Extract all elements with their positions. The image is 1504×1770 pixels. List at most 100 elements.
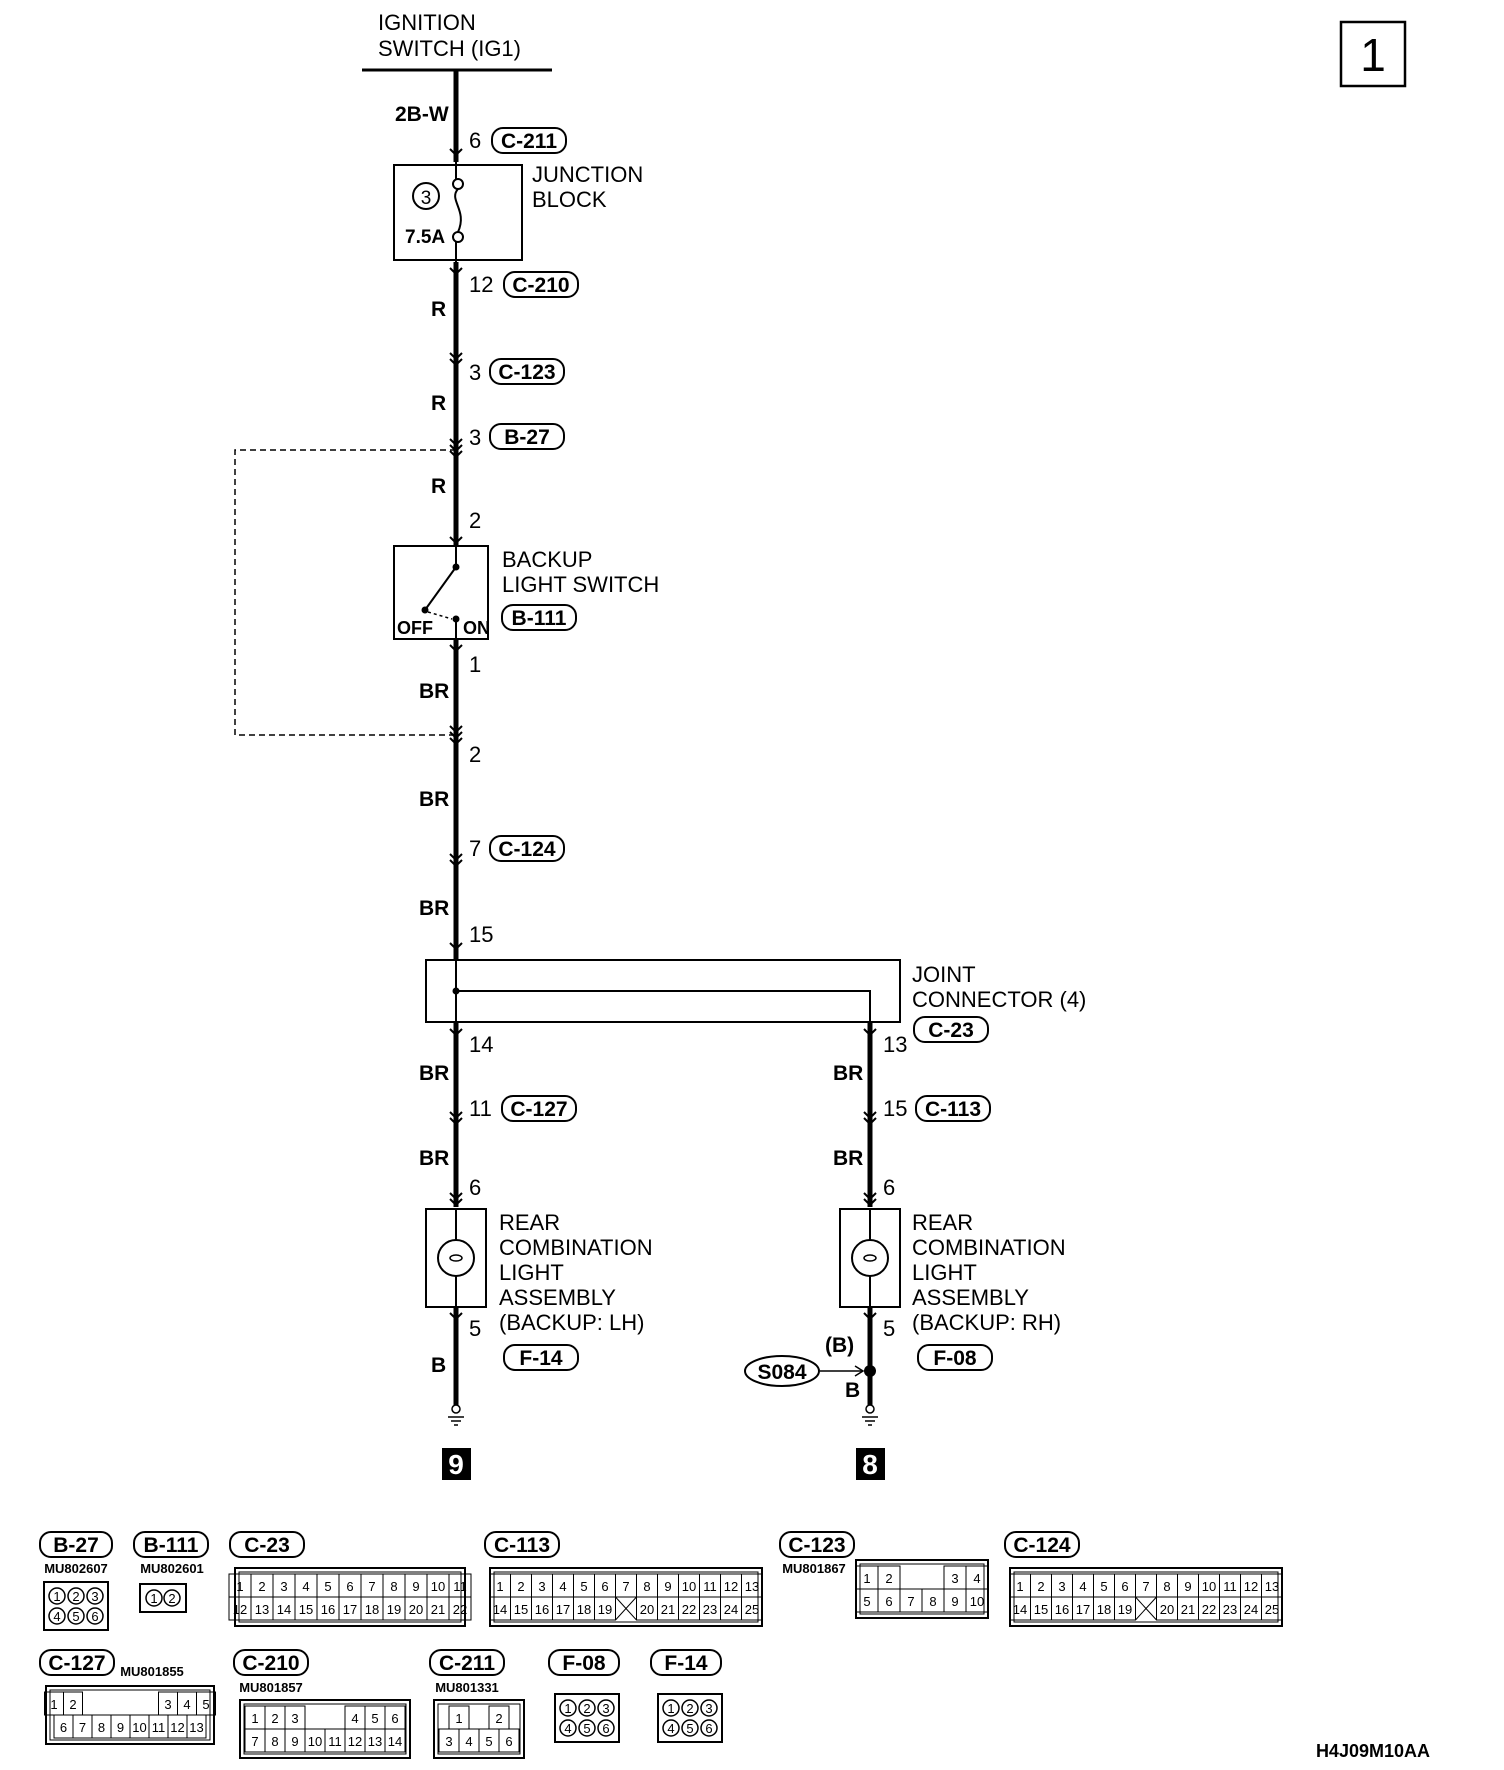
c127-pin-13: 13 (189, 1720, 203, 1735)
tag-c211 (491, 127, 567, 154)
pin-3-b27: 3 (469, 425, 481, 450)
b27-pin-circle (67, 1607, 85, 1625)
c210-pin-14: 14 (388, 1734, 402, 1749)
ignition-label-2: SWITCH (IG1) (378, 36, 521, 61)
c123-pin-7: 7 (907, 1594, 914, 1609)
c113-pin-20: 20 (640, 1602, 654, 1617)
diagram-code: H4J09M10AA (1316, 1741, 1430, 1761)
c113-pin-11: 11 (703, 1579, 717, 1594)
c210-pin-9: 9 (291, 1734, 298, 1749)
splice-label: S084 (757, 1361, 806, 1384)
c210-pin-3: 3 (291, 1711, 298, 1726)
c23-pin-19: 19 (387, 1602, 401, 1617)
tag-c124 (489, 835, 565, 862)
ignition-label-1: IGNITION (378, 10, 476, 35)
pin-15-jc: 15 (469, 922, 493, 947)
c113-pin-22: 22 (682, 1602, 696, 1617)
f14-pin-circle (662, 1719, 680, 1737)
f14-pin-4: 4 (667, 1721, 674, 1736)
wire-color-br-4: BR (419, 1062, 449, 1085)
c210-part: MU801857 (239, 1680, 303, 1695)
lamp-rh-4: ASSEMBLY (912, 1285, 1029, 1310)
tag-c23 (913, 1016, 989, 1043)
lamp-lh-3: LIGHT (499, 1260, 564, 1285)
c113-pin-5: 5 (580, 1579, 587, 1594)
c23-pin-20: 20 (409, 1602, 423, 1617)
c124-cell (1114, 1596, 1136, 1621)
b27-pin-6: 6 (91, 1609, 98, 1624)
c127-pin-10: 10 (132, 1720, 146, 1735)
c211-pin-3: 3 (445, 1734, 452, 1749)
pin-6-rh: 6 (883, 1175, 895, 1200)
b111-tag (133, 1531, 209, 1558)
c124-pin-1: 1 (1016, 1579, 1023, 1594)
c113-pin-13: 13 (745, 1579, 759, 1594)
c124-cell (1261, 1596, 1283, 1621)
c127-part: MU801855 (120, 1664, 184, 1679)
c23-pin-8: 8 (390, 1579, 397, 1594)
c127-pin-1: 1 (50, 1697, 57, 1712)
ground-ref-9-text: 9 (448, 1449, 464, 1480)
c124-pin-12: 12 (1244, 1579, 1258, 1594)
c113-pin-7: 7 (622, 1579, 629, 1594)
tag-c23-text: C-23 (928, 1019, 974, 1042)
c124-pin-16: 16 (1055, 1602, 1069, 1617)
page-number-box (1339, 20, 1407, 88)
pin-1-switch: 1 (469, 652, 481, 677)
lamp-rh-1: REAR (912, 1210, 973, 1235)
wire-color-br-6: BR (833, 1062, 863, 1085)
c211-pin-6: 6 (505, 1734, 512, 1749)
c23-pin-18: 18 (365, 1602, 379, 1617)
f14-pin-circle (700, 1719, 718, 1737)
lamp-rh-3: LIGHT (912, 1260, 977, 1285)
f08-pin-circle (597, 1699, 615, 1717)
c123-pin-5: 5 (863, 1594, 870, 1609)
c124-pin-15: 15 (1034, 1602, 1048, 1617)
tag-b111 (501, 604, 577, 631)
c124-pin-8: 8 (1163, 1579, 1170, 1594)
b27-pin-2: 2 (72, 1589, 79, 1604)
c211-tag (429, 1649, 505, 1676)
joint-label-2: CONNECTOR (4) (912, 987, 1086, 1012)
c23-pin-1: 1 (236, 1579, 243, 1594)
tag-c210 (503, 271, 579, 298)
c23-tag (229, 1531, 305, 1558)
c210-pin-11: 11 (328, 1734, 342, 1749)
c127-pin-9: 9 (117, 1720, 124, 1735)
c124-pin-13: 13 (1265, 1579, 1279, 1594)
junction-label-1: JUNCTION (532, 162, 643, 187)
c23-pin-5: 5 (324, 1579, 331, 1594)
pin-11-c127: 11 (469, 1096, 492, 1121)
tag-b27-text: B-27 (504, 426, 550, 449)
c124-pin-24: 24 (1244, 1602, 1258, 1617)
f14-pin-5: 5 (686, 1721, 693, 1736)
c124-pin-2: 2 (1037, 1579, 1044, 1594)
c123-pin-1: 1 (863, 1571, 870, 1586)
pin-7-c124: 7 (469, 836, 481, 861)
wire-color-br-1: BR (419, 680, 449, 703)
b27-tag-label: B-27 (53, 1534, 99, 1557)
fuse-terminal-bottom (452, 231, 464, 243)
ground-ref-9 (442, 1448, 471, 1480)
lamp-rh-5: (BACKUP: RH) (912, 1310, 1061, 1335)
wire-color-br-2: BR (419, 788, 449, 811)
c127-tag (39, 1649, 115, 1676)
c127-cell (186, 1714, 207, 1739)
f14-tag (650, 1649, 722, 1676)
f08-pin-3: 3 (602, 1701, 609, 1716)
wire-color-b-right: B (845, 1379, 860, 1402)
junction-block-box (393, 164, 523, 261)
fuse-terminal-top (452, 178, 464, 190)
f08-pin-1: 1 (564, 1701, 571, 1716)
c124-pin-4: 4 (1079, 1579, 1086, 1594)
c127-pin-5: 5 (202, 1697, 209, 1712)
switch-on-label: ON (463, 618, 490, 638)
f08-pin-4: 4 (564, 1721, 571, 1736)
f08-pin-circle (597, 1719, 615, 1737)
c123-tag-label: C-123 (788, 1534, 845, 1557)
f08-pin-2: 2 (583, 1701, 590, 1716)
c211-pin-1: 1 (455, 1711, 462, 1726)
c124-pin-25: 25 (1265, 1602, 1279, 1617)
b27-pin-1: 1 (53, 1589, 60, 1604)
c124-pin-20: 20 (1160, 1602, 1174, 1617)
